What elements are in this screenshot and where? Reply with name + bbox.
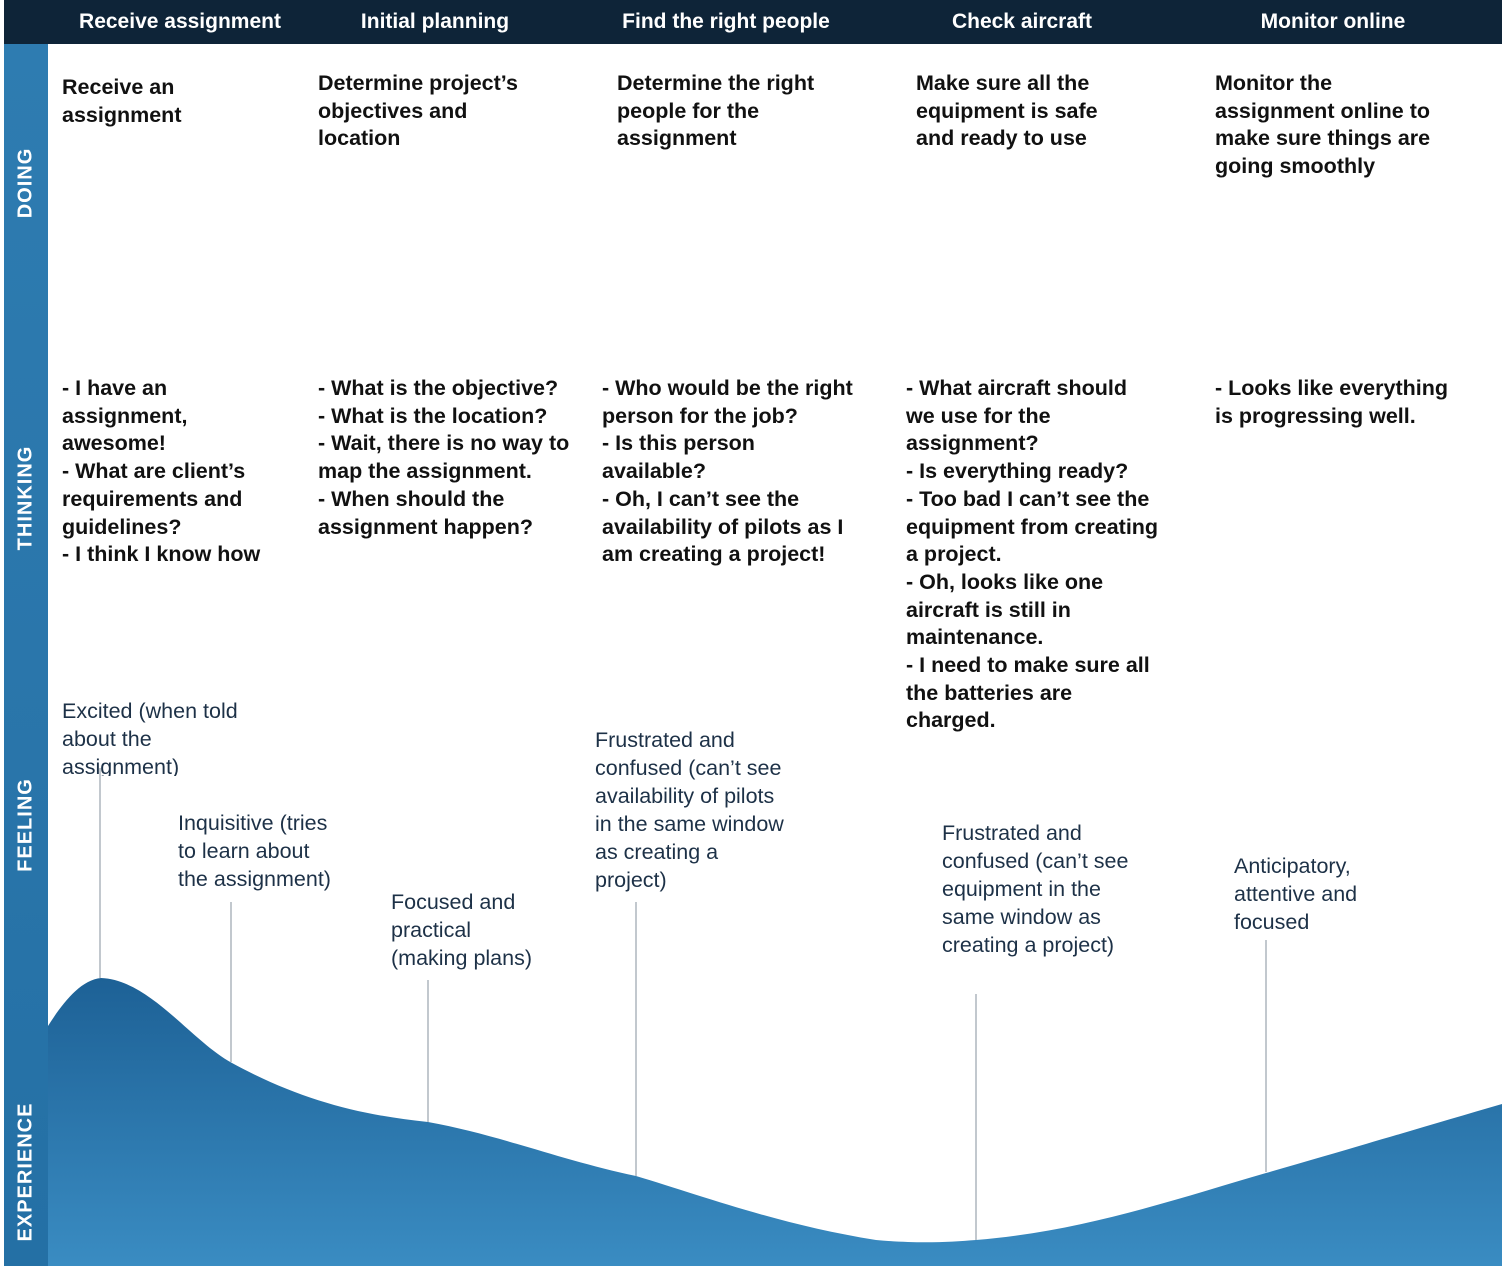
thinking-find-right-people: - Who would be the right person for the … [602, 376, 853, 567]
thinking-check-aircraft: - What aircraft should we use for the as… [906, 376, 1159, 733]
feeling-frustrated-pilots: Frustrated and confused (can’t see avail… [595, 728, 784, 892]
stage-title-receive-assignment: Receive assignment [79, 10, 281, 33]
stage-header-bar: Receive assignment Initial planning Find… [4, 0, 1502, 44]
doing-monitor-online: Monitor the assignment online to make su… [1215, 71, 1431, 179]
thinking-monitor-online: - Looks like everything is progressing w… [1215, 376, 1448, 428]
stage-title-check-aircraft: Check aircraft [951, 10, 1093, 33]
feeling-excited: Excited (when told about the assignment) [62, 699, 238, 776]
doing-find-right-people: Determine the right people for the assig… [617, 71, 815, 151]
doing-check-aircraft: Make sure all the equipment is safe and … [916, 71, 1098, 151]
feeling-inquisitive: Inquisitive (tries to learn about the as… [178, 811, 331, 891]
feeling-anticipatory: Anticipatory, attentive and focused [1234, 854, 1358, 934]
experience-curve [48, 978, 1502, 1266]
feeling-frustrated-equipment: Frustrated and confused (can’t see equip… [942, 821, 1129, 957]
doing-initial-planning: Determine project’s objectives and locat… [318, 71, 518, 151]
doing-receive-assignment: Receive an assignment [62, 75, 182, 127]
stage-title-initial-planning: Initial planning [360, 10, 510, 33]
thinking-initial-planning: - What is the objective? - What is the l… [318, 376, 570, 539]
stage-title-monitor-online: Monitor online [1260, 10, 1406, 33]
feeling-focused: Focused and practical (making plans) [391, 890, 532, 970]
stage-title-find-right-people: Find the right people [622, 10, 830, 33]
thinking-receive-assignment: - I have an assignment, awesome! - What … [62, 376, 261, 567]
row-label-sidebar [4, 44, 48, 1266]
